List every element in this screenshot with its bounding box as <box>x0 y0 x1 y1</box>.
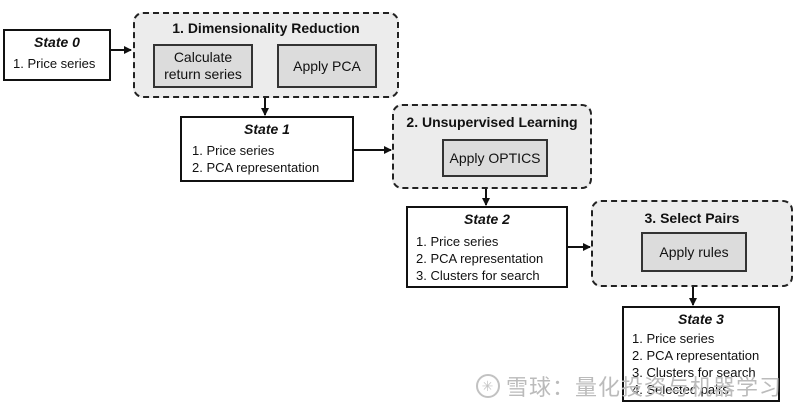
state-3-items: 1. Price series 2. PCA representation 3.… <box>632 330 759 398</box>
state-2-box: State 2 1. Price series 2. PCA represent… <box>406 206 568 288</box>
state-3-item: 3. Clusters for search <box>632 365 756 380</box>
state-3-item: 1. Price series <box>632 331 715 346</box>
apply-pca-action: Apply PCA <box>277 44 377 88</box>
state-1-box: State 1 1. Price series 2. PCA represent… <box>180 116 354 182</box>
state-2-item: 2. PCA representation <box>416 251 544 266</box>
state-1-title: State 1 <box>244 121 290 137</box>
state-2-title: State 2 <box>464 211 510 227</box>
snowball-logo-icon: ✳ <box>475 374 500 398</box>
stage-1-box: 1. Dimensionality Reduction Calculate re… <box>133 12 399 98</box>
state-0-title: State 0 <box>34 34 80 50</box>
stage-2-box: 2. Unsupervised Learning Apply OPTICS <box>392 104 592 189</box>
stage-2-title: 2. Unsupervised Learning <box>406 114 578 130</box>
state-3-item: 2. PCA representation <box>632 348 760 363</box>
calculate-return-series-action: Calculate return series <box>153 44 253 88</box>
state-2-items: 1. Price series 2. PCA representation 3.… <box>416 233 543 284</box>
state-1-item: 2. PCA representation <box>192 160 320 175</box>
apply-rules-action: Apply rules <box>641 232 747 272</box>
state-0-items: 1. Price series <box>13 55 95 72</box>
state-0-box: State 0 1. Price series <box>3 29 111 81</box>
state-3-box: State 3 1. Price series 2. PCA represent… <box>622 306 780 402</box>
stage-3-title: 3. Select Pairs <box>644 210 740 226</box>
state-1-item: 1. Price series <box>192 143 275 158</box>
stage-3-box: 3. Select Pairs Apply rules <box>591 200 793 287</box>
state-3-title: State 3 <box>678 311 724 327</box>
watermark: ✳ 雪球：量化投资与机器学习 <box>475 370 782 402</box>
state-3-item: 4. Selected pairs <box>632 382 729 397</box>
state-2-item: 1. Price series <box>416 234 499 249</box>
watermark-text: 雪球：量化投资与机器学习 <box>505 375 782 400</box>
state-1-items: 1. Price series 2. PCA representation <box>192 142 319 176</box>
stage-1-title: 1. Dimensionality Reduction <box>172 20 360 36</box>
apply-optics-action: Apply OPTICS <box>442 139 548 177</box>
state-2-item: 3. Clusters for search <box>416 268 540 283</box>
state-0-item: 1. Price series <box>13 56 96 71</box>
